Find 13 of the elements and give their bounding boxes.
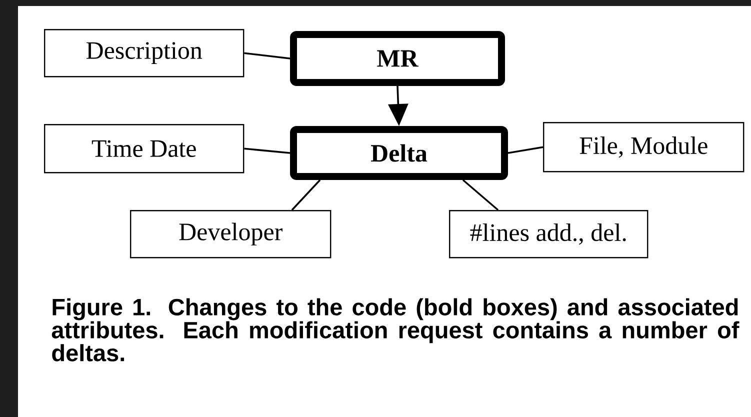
attribute-box: Description <box>44 29 244 78</box>
attribute-box: Developer <box>130 210 332 258</box>
connector-line <box>244 148 290 154</box>
attribute-box: #lines add., del. <box>449 210 648 258</box>
bold-box: MR <box>290 31 505 86</box>
connector-line <box>291 179 321 211</box>
attribute-box: Time Date <box>44 124 244 174</box>
bold-box: Delta <box>290 126 508 180</box>
connector-line <box>508 146 544 154</box>
connector-line <box>462 179 499 211</box>
connector-line <box>244 52 290 60</box>
attribute-box: File, Module <box>543 122 744 172</box>
caption: Figure 1. Changes to the code (bold boxes) and associated attributes. Each modification request contains a number of deltas. <box>52 298 740 362</box>
